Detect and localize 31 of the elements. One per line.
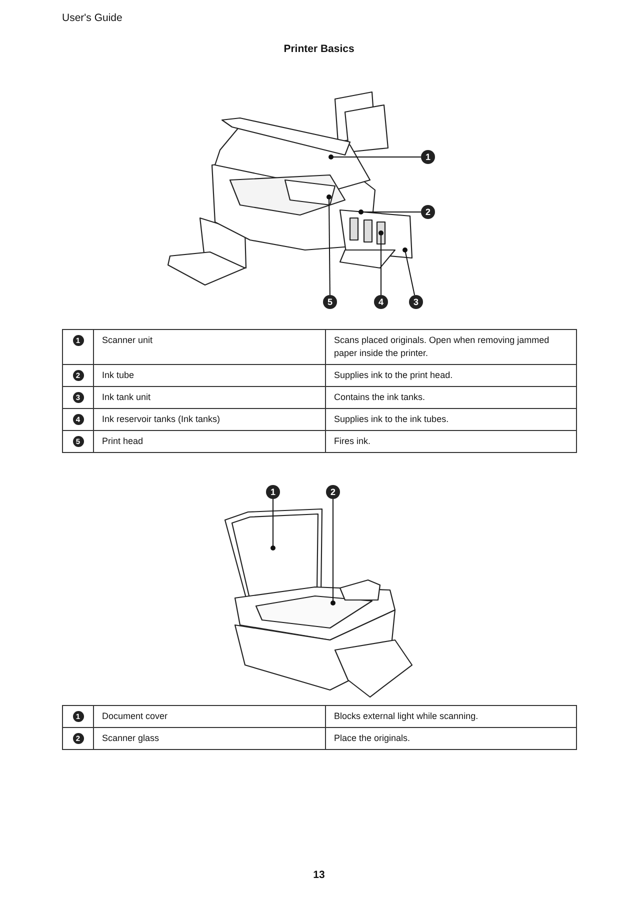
leader-line [378,230,384,296]
callout-number: 4 [374,295,388,309]
table-cell: Scanner glass [94,728,326,750]
page-title: Printer Basics [282,43,356,55]
table-cell: Blocks external light while scanning. [326,706,576,728]
table-cell: Contains the ink tanks. [326,386,576,408]
leader-line [358,210,422,214]
table-cell: Scanner unit [94,330,326,364]
table-cell: Scans placed originals. Open when removing jammed paper inside the printer. [326,330,576,364]
table-cell: Ink tube [94,364,326,386]
callout-number: 3 [409,295,423,309]
table-cell: Ink tank unit [94,386,326,408]
leader-line [328,154,422,160]
leader-line [330,498,336,606]
callout-number: 2 [326,485,340,499]
table-cell: Supplies ink to the ink tubes. [326,408,576,430]
table-cell: Ink reservoir tanks (Ink tanks) [94,408,326,430]
leader-line [326,194,332,296]
table-cell: Supplies ink to the print head. [326,364,576,386]
table-cell: Document cover [94,706,326,728]
table-cell: Fires ink. [326,430,576,452]
callout-number: 5 [323,295,337,309]
callout-number: 1 [266,485,280,499]
callout-number: 2 [421,205,435,219]
leader-line [402,248,416,296]
header-text: User's Guide [62,12,122,24]
callout-number: 1 [421,150,435,164]
leader-line [270,498,276,550]
page-number: 13 [312,869,326,881]
table-cell: Print head [94,430,326,452]
table-cell: Place the originals. [326,728,576,750]
